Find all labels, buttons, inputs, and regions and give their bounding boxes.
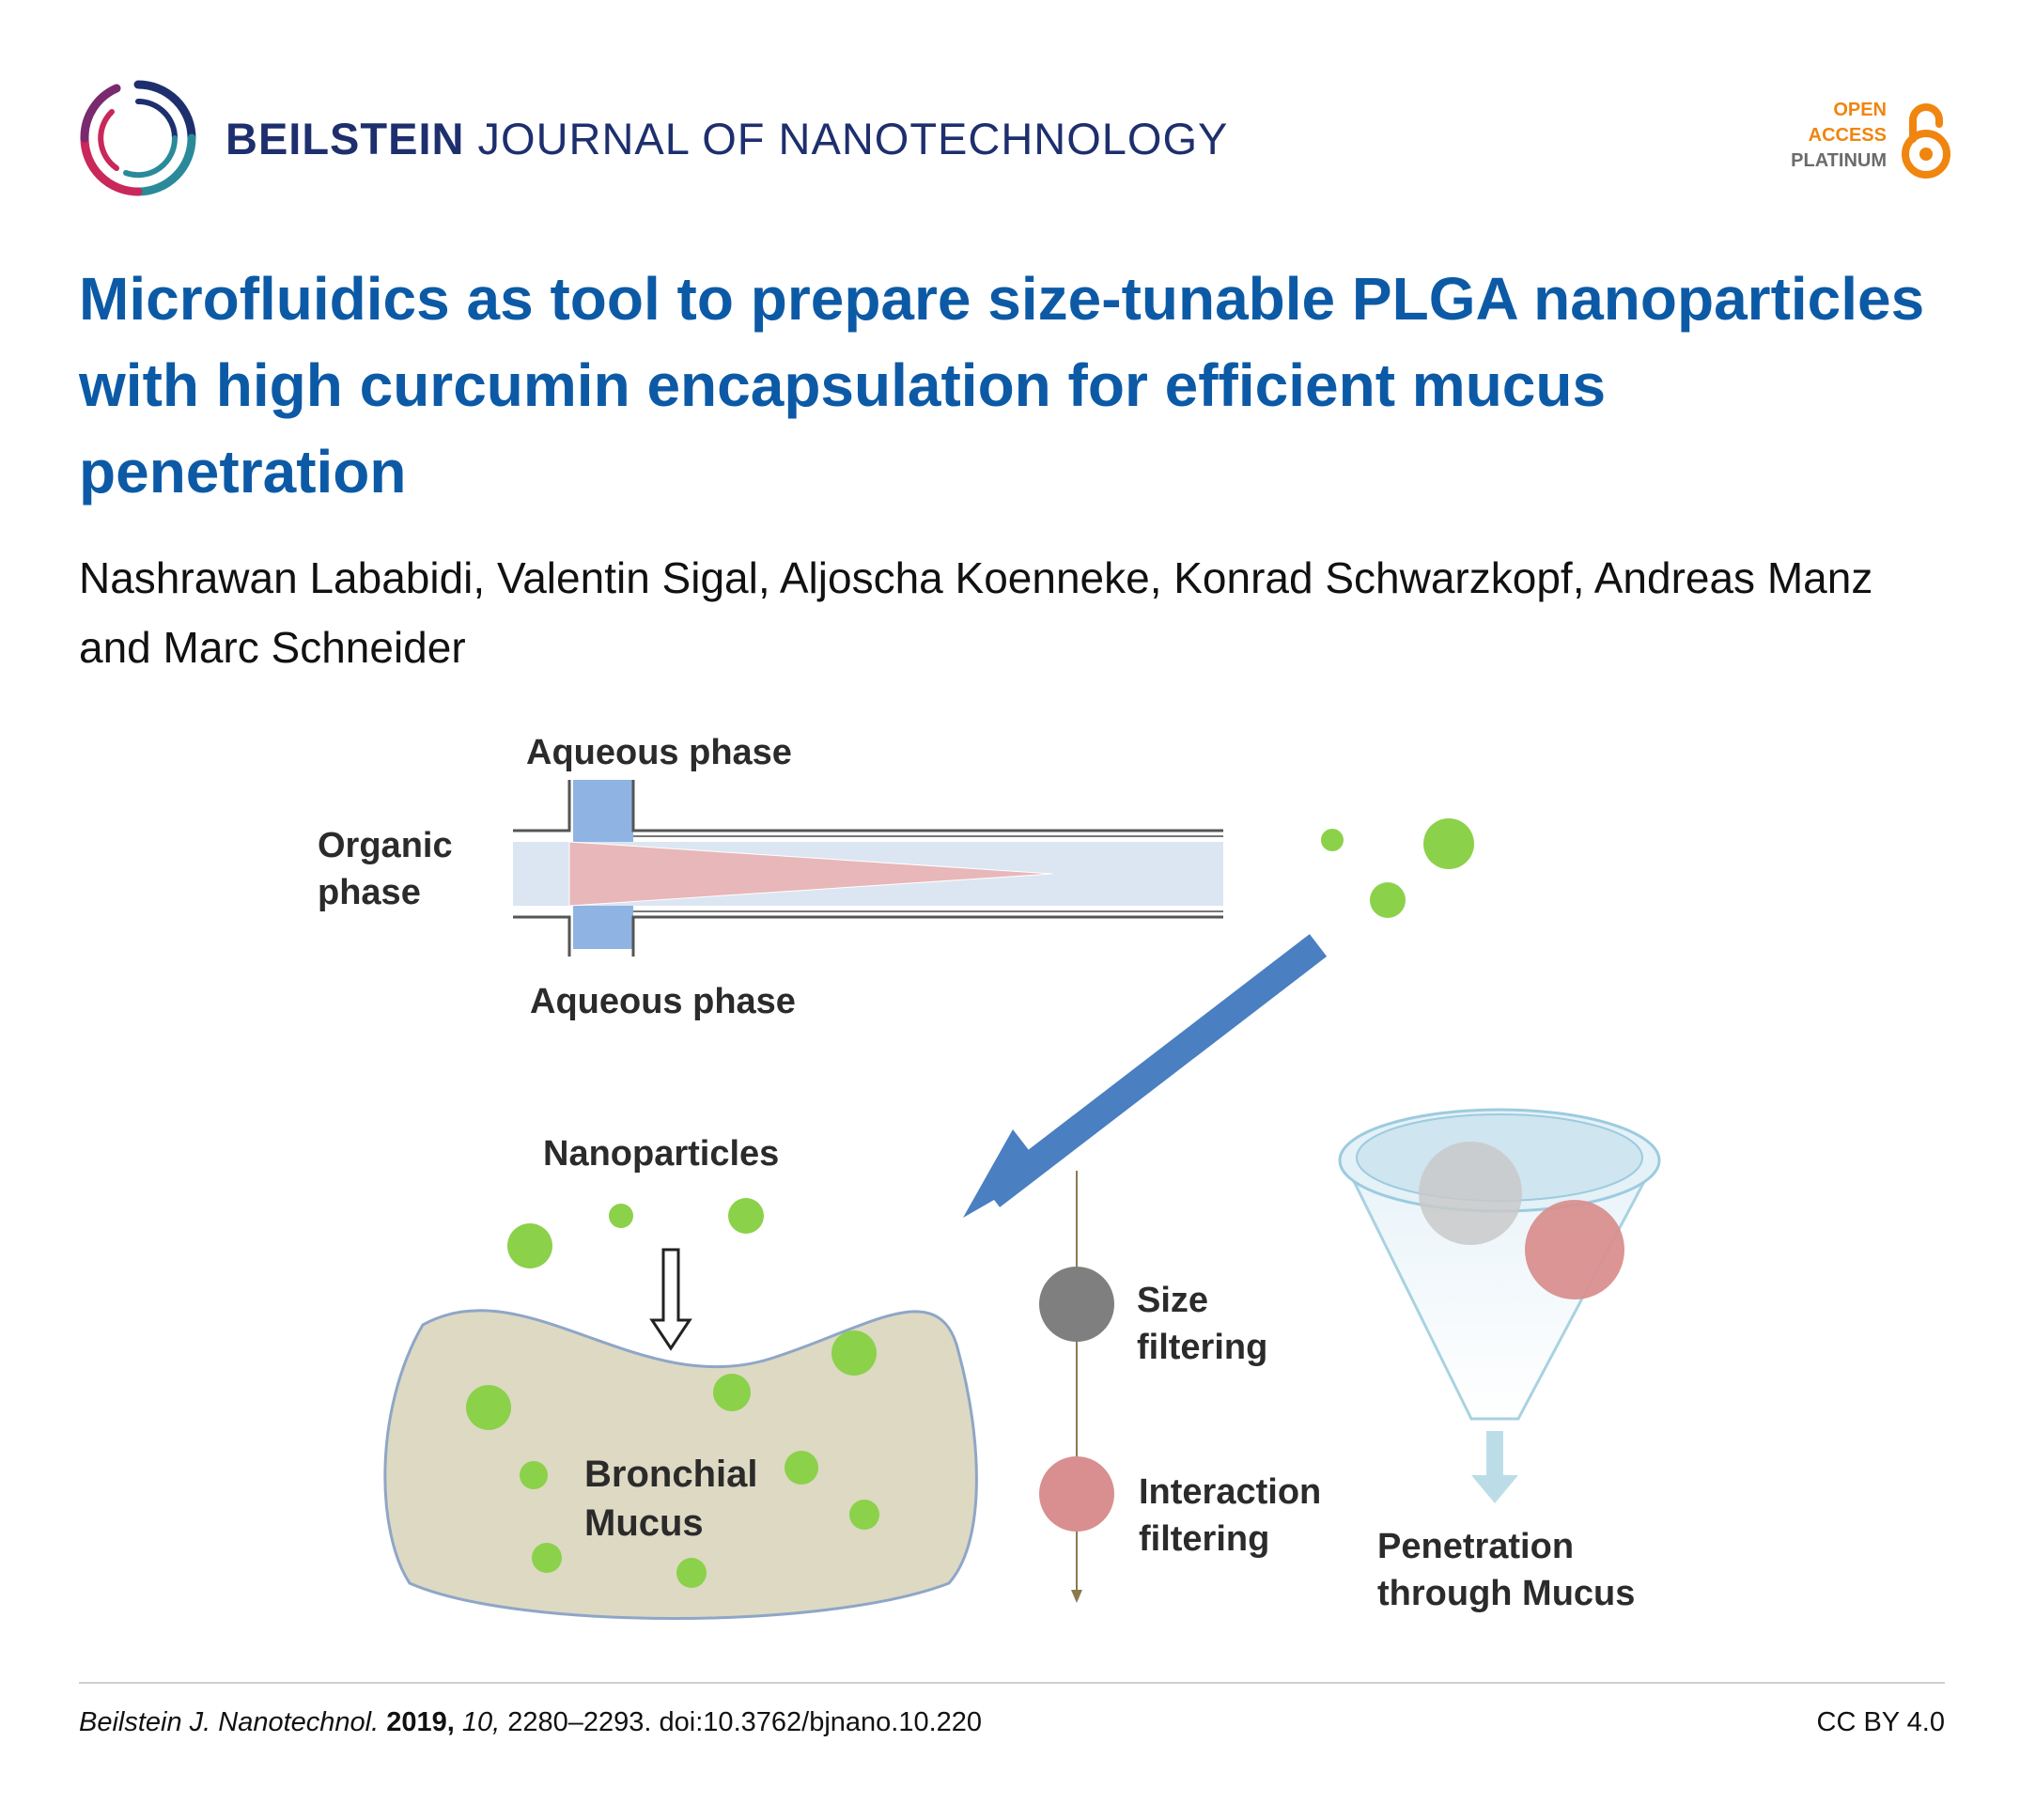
journal-name-bold: BEILSTEIN (225, 114, 465, 163)
citation-volume: 10, (461, 1707, 501, 1737)
article-title: Microfluidics as tool to prepare size-tu… (79, 265, 1925, 506)
beilstein-logo-icon (80, 80, 196, 196)
mucus-particle (532, 1543, 562, 1573)
mucus-particle (785, 1451, 818, 1485)
footer-divider (79, 1682, 1945, 1684)
citation: Beilstein J. Nanotechnol. 2019, 10, 2280… (79, 1707, 982, 1738)
open-access-label: OPEN ACCESS PLATINUM (1791, 98, 1887, 174)
citation-pages-doi: 2280–2293. doi:10.3762/bjnano.10.220 (507, 1707, 983, 1737)
aqueous-phase-bottom-label: Aqueous phase (530, 982, 796, 1021)
size-filtering-label-line-2: filtering (1137, 1328, 1267, 1367)
microfluidic-channel (513, 780, 1223, 957)
output-particle (1423, 818, 1474, 869)
funnel-icon (1338, 1108, 1661, 1503)
nanoparticle (507, 1223, 552, 1268)
organic-phase-label-line-1: Organic (318, 826, 453, 865)
nanoparticle (609, 1204, 633, 1228)
process-arrow-icon (963, 934, 1328, 1218)
mucus-label: Mucus (584, 1502, 704, 1544)
interaction-filtering-label-line-1: Interaction (1139, 1472, 1321, 1512)
mucus-particle (466, 1385, 511, 1430)
down-arrow-icon (649, 1248, 692, 1351)
organic-phase-label-line-2: phase (318, 873, 421, 912)
penetration-label-line-1: Penetration (1377, 1527, 1574, 1566)
mucus-particle (676, 1558, 707, 1588)
graphical-abstract: Aqueous phase Aqueous phase Organic phas… (318, 733, 1661, 1620)
bronchial-mucus-blob (383, 1309, 978, 1620)
size-filter-dot (1039, 1267, 1114, 1342)
citation-year: 2019, (386, 1707, 455, 1737)
output-particle (1370, 882, 1406, 918)
mucus-particle (831, 1330, 877, 1376)
mucus-particle (713, 1374, 751, 1411)
mucus-particle (849, 1500, 879, 1530)
bronchial-label: Bronchial (584, 1454, 757, 1495)
size-filtering-label-line-1: Size (1137, 1281, 1208, 1320)
open-access-badge: OPEN ACCESS PLATINUM (1766, 98, 1954, 182)
open-access-line-2: ACCESS (1808, 125, 1887, 146)
journal-abbreviation: Beilstein J. Nanotechnol. (79, 1707, 380, 1737)
output-particle (1321, 829, 1344, 851)
open-access-lock-icon (1902, 103, 1950, 179)
journal-name: BEILSTEIN JOURNAL OF NANOTECHNOLOGY (225, 111, 1228, 167)
nanoparticles-label: Nanoparticles (543, 1134, 779, 1174)
aqueous-phase-top-label: Aqueous phase (526, 733, 792, 772)
open-access-line-1: OPEN (1833, 100, 1887, 120)
interaction-filtering-label-line-2: filtering (1139, 1519, 1269, 1559)
filter-axis-arrowhead (1071, 1590, 1082, 1603)
article-authors: Nashrawan Lababidi, Valentin Sigal, Aljo… (79, 553, 1873, 672)
mucus-particle (520, 1461, 548, 1489)
license-label: CC BY 4.0 (1816, 1707, 1945, 1737)
penetration-label-line-2: through Mucus (1377, 1574, 1635, 1613)
open-access-line-3: PLATINUM (1791, 150, 1887, 171)
nanoparticle (728, 1198, 764, 1234)
journal-name-rest: JOURNAL OF NANOTECHNOLOGY (477, 114, 1229, 163)
interaction-filter-dot (1039, 1456, 1114, 1532)
